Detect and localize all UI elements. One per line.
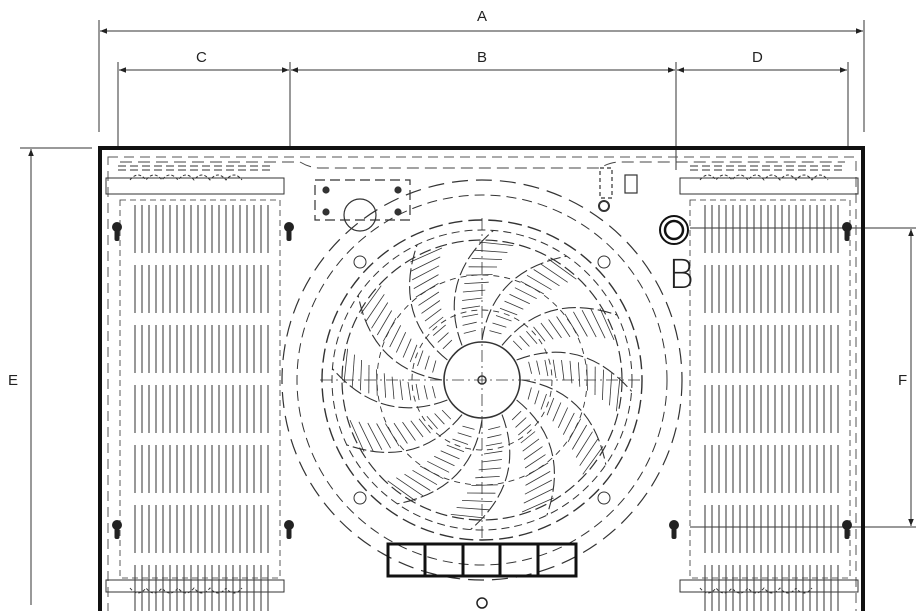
detail-marker-b: B [668,252,695,298]
drain-outlet [476,597,488,609]
dimension-label-b: B [477,49,488,66]
unit-housing [98,146,865,611]
left-coil-block [105,165,285,594]
junction-box [314,167,638,232]
dimension-label-a: A [477,8,488,25]
dimension-label-f: F [898,372,908,389]
detail-b-keyhole [659,215,689,245]
dimension-label-c: C [196,49,207,66]
drain-grid [386,542,578,578]
fan-blades [331,229,633,531]
dimension-label-e: E [8,372,19,389]
mounting-keyholes [112,222,852,539]
fan-assembly [281,179,683,581]
right-coil-block [679,165,859,594]
left-coil-fins [134,205,269,611]
dimension-label-d: D [752,49,763,66]
right-coil-fins [704,205,839,611]
